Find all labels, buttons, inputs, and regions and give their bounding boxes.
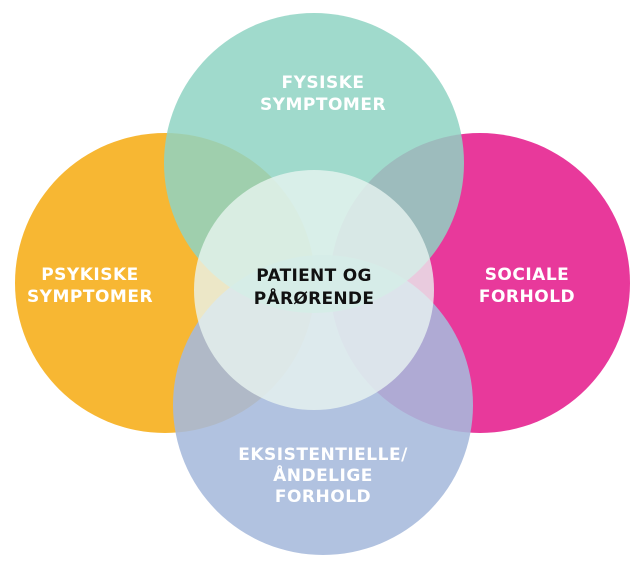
circle-patient: [194, 170, 434, 410]
label-psykiske-2: SYMPTOMER: [27, 287, 153, 307]
label-patient: PATIENT OG: [256, 266, 371, 286]
label-fysiske: FYSISKE: [281, 73, 364, 93]
label-sociale: SOCIALE: [485, 265, 570, 285]
label-eksistentielle: EKSISTENTIELLE/: [238, 445, 408, 465]
label-fysiske-2: SYMPTOMER: [260, 95, 386, 115]
label-eksistentielle-3: FORHOLD: [275, 487, 371, 507]
label-patient-2: PÅRØRENDE: [254, 286, 375, 309]
label-sociale-2: FORHOLD: [479, 287, 575, 307]
label-psykiske: PSYKISKE: [41, 265, 139, 285]
label-eksistentielle-2: ÅNDELIGE: [273, 463, 373, 486]
